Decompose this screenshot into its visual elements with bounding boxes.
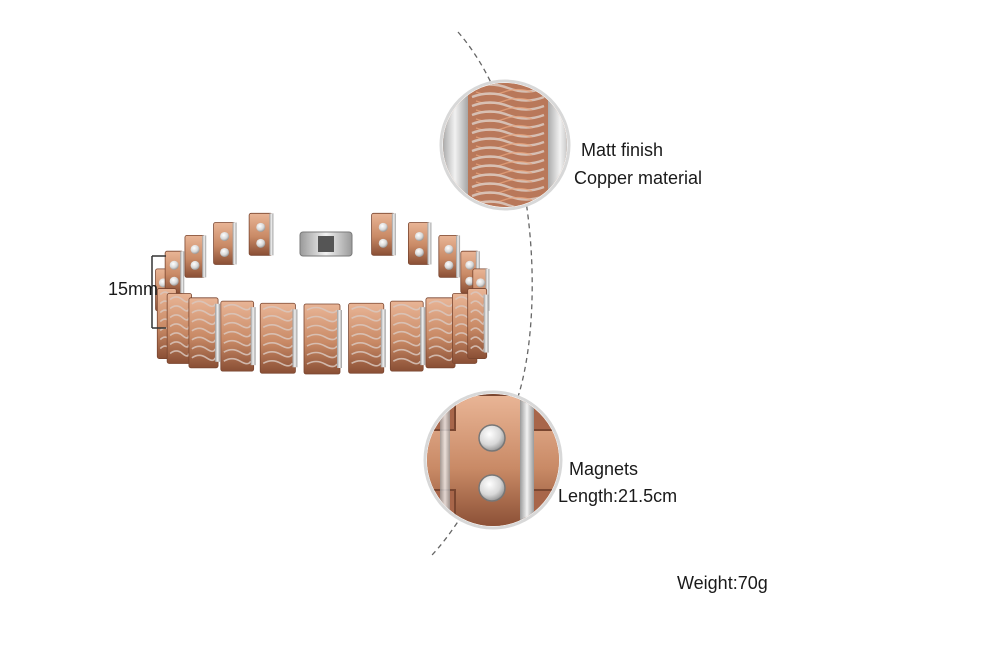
back-link [371, 212, 396, 256]
zoom-magnet-detail [423, 390, 563, 530]
bracelet-back-band [155, 212, 490, 312]
material-label: Copper material [574, 168, 703, 188]
width-dimension-marker [151, 255, 166, 329]
back-link [248, 212, 274, 256]
front-link [303, 303, 342, 375]
front-link [259, 302, 298, 374]
length-label: Length:21.5cm [558, 486, 678, 506]
back-link [184, 234, 207, 278]
front-link [188, 297, 221, 369]
back-link [438, 234, 461, 278]
front-link [348, 302, 386, 374]
finish-label: Matt finish [581, 140, 664, 160]
zoom-finish-detail [439, 79, 571, 211]
bracelet-front-band [156, 288, 489, 375]
front-link [220, 300, 256, 372]
front-link [389, 300, 426, 372]
back-link [407, 222, 432, 265]
back-link [213, 222, 237, 265]
weight-label: Weight:70g [677, 573, 768, 593]
magnets-label: Magnets [569, 459, 639, 479]
front-link [467, 288, 489, 359]
width-label: 15mm [108, 279, 159, 299]
bracelet-clasp [299, 231, 353, 257]
back-link [164, 250, 185, 294]
